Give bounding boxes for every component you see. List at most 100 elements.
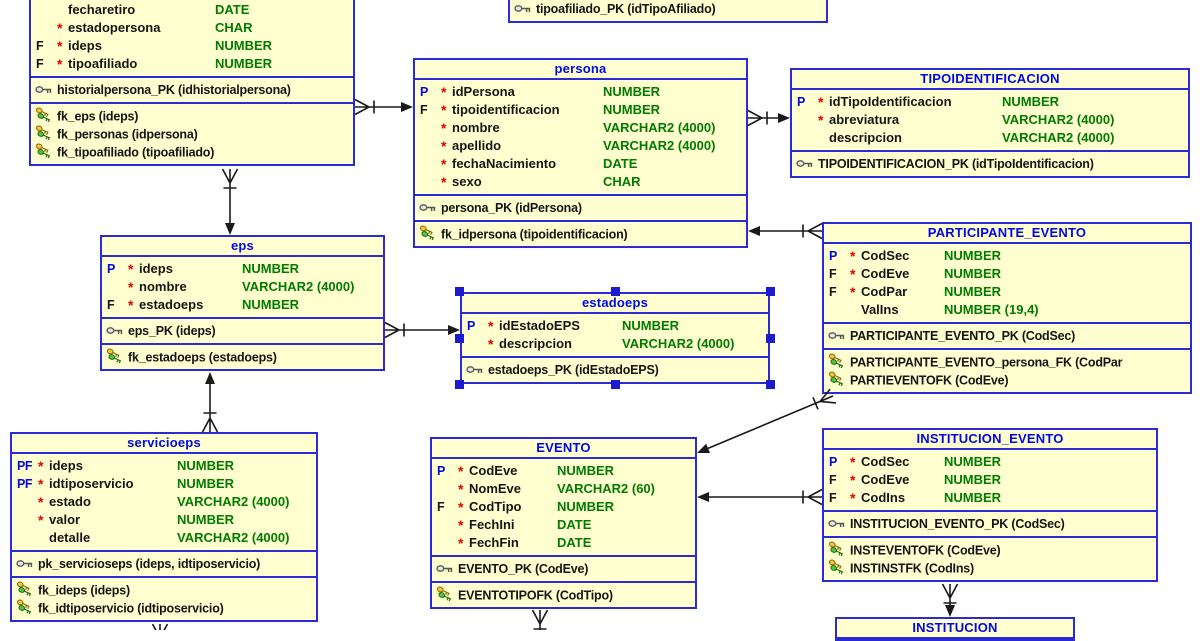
foreign-key-row: fk_estadoeps (estadoeps) [102, 348, 383, 366]
relationship-historialpersona-to-eps[interactable] [221, 168, 239, 235]
selection-handle[interactable] [455, 380, 464, 389]
entity-pk-section: INSTITUCION_EVENTO_PK (CodSec) [824, 510, 1156, 536]
key-marker: F [829, 473, 837, 487]
mandatory-marker: * [57, 56, 63, 72]
column-type: NUMBER [622, 318, 680, 333]
column-name: detalle [49, 530, 91, 545]
column-type: VARCHAR2 (4000) [177, 530, 290, 545]
relationship-eps-to-estadoeps[interactable] [384, 321, 460, 339]
relationship-evento-to-offscreen[interactable] [531, 609, 549, 630]
entity-title[interactable]: servicioeps [12, 434, 316, 454]
fk-text: PARTICIPANTE_EVENTO_persona_FK (CodPar [850, 355, 1123, 370]
selection-handle[interactable] [766, 333, 775, 343]
mandatory-marker: * [850, 472, 856, 488]
column-name: descripcion [829, 130, 902, 145]
entity-title[interactable]: PARTICIPANTE_EVENTO [824, 224, 1190, 244]
entity-institucion[interactable]: INSTITUCION [835, 617, 1075, 641]
entity-title[interactable]: EVENTO [432, 439, 695, 459]
column-name: estado [49, 494, 91, 509]
selection-handle[interactable] [610, 287, 620, 296]
entity-title[interactable]: INSTITUCION_EVENTO [824, 430, 1156, 450]
relationship-participante_evento-to-persona[interactable] [748, 222, 823, 240]
entity-pk-section: eps_PK (ideps) [102, 317, 383, 343]
fk-text: PARTIEVENTOFK (CodEve) [850, 373, 1009, 388]
foreign-key-row: fk_idtiposervicio (idtiposervicio) [12, 599, 316, 617]
column-row: detalle VARCHAR2 (4000) [12, 529, 316, 547]
relationship-institucion_evento-to-institucion[interactable] [941, 583, 959, 617]
relationship-participante_evento-to-evento[interactable] [697, 388, 836, 453]
key-marker: P [437, 464, 445, 478]
primary-key-row: persona_PK (idPersona) [415, 199, 746, 217]
column-type: VARCHAR2 (4000) [1002, 112, 1115, 127]
entity-title[interactable]: estadoeps [462, 294, 768, 314]
entity-fk-section: fk_idpersona (tipoidentificacion) [415, 220, 746, 246]
entity-fk-section: fk_eps (ideps)fk_personas (idpersona)fk_… [31, 102, 353, 164]
mandatory-marker: * [458, 481, 464, 497]
column-name: apellido [452, 138, 502, 153]
entity-tipoafiliado[interactable]: tipoafiliado_PK (idTipoAfiliado) [508, 0, 828, 23]
key-icon [466, 362, 488, 379]
mandatory-marker: * [441, 84, 447, 100]
primary-key-row: EVENTO_PK (CodEve) [432, 560, 695, 578]
column-type: NUMBER [944, 490, 1002, 505]
selection-handle[interactable] [455, 287, 464, 296]
foreign-key-icon [436, 586, 458, 604]
relationship-servicioeps-to-offscreen[interactable] [151, 623, 169, 630]
column-type: NUMBER [557, 499, 615, 514]
entity-title[interactable]: INSTITUCION [837, 619, 1073, 639]
selection-handle[interactable] [610, 380, 620, 389]
column-type: NUMBER [215, 56, 273, 71]
entity-title[interactable]: eps [102, 237, 383, 257]
column-name: CodSec [861, 248, 910, 263]
fk-text: INSTEVENTOFK (CodEve) [850, 543, 1001, 558]
foreign-key-row: fk_idpersona (tipoidentificacion) [415, 225, 746, 243]
mandatory-marker: * [850, 248, 856, 264]
foreign-key-row: fk_eps (ideps) [31, 107, 353, 125]
foreign-key-row: fk_personas (idpersona) [31, 125, 353, 143]
column-name: CodEve [861, 266, 910, 281]
primary-key-row: pk_servicioseps (ideps, idtiposervicio) [12, 555, 316, 573]
key-icon [16, 556, 38, 573]
selection-handle[interactable] [766, 380, 775, 389]
relationship-persona-to-tipoidentificacion[interactable] [747, 109, 790, 127]
relationship-historialpersona-to-persona[interactable] [354, 98, 413, 116]
relationship-servicioeps-to-eps[interactable] [201, 372, 219, 433]
mandatory-marker: * [818, 112, 824, 128]
entity-pk-section: tipoafiliado_PK (idTipoAfiliado) [510, 0, 826, 21]
column-type: NUMBER [242, 261, 300, 276]
key-icon [828, 328, 850, 345]
column-type: VARCHAR2 (4000) [242, 279, 355, 294]
selection-handle[interactable] [766, 287, 775, 296]
column-name: CodEve [469, 463, 518, 478]
column-type: CHAR [215, 20, 253, 35]
entity-title[interactable]: persona [415, 60, 746, 80]
column-name: tipoafiliado [68, 56, 138, 71]
relationship-institucion_evento-to-evento[interactable] [697, 488, 823, 506]
selection-handle[interactable] [455, 333, 464, 343]
entity-title[interactable]: TIPOIDENTIFICACION [792, 70, 1188, 90]
column-type: NUMBER [944, 472, 1002, 487]
